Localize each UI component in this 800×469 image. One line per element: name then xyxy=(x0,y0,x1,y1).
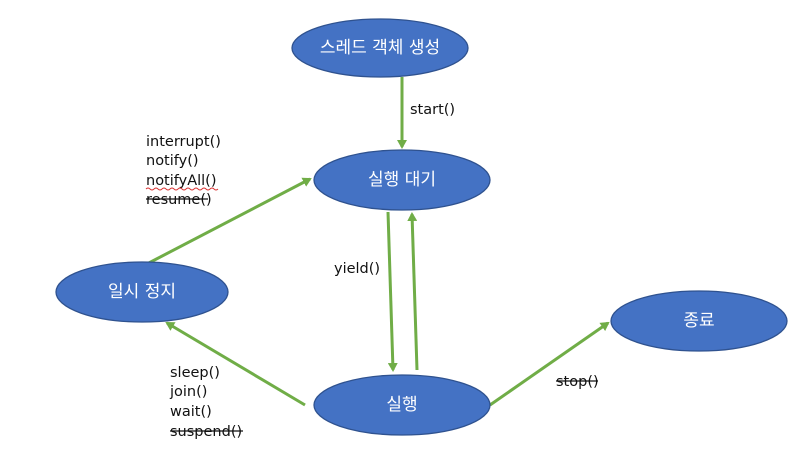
spellcheck-underline xyxy=(145,187,219,191)
edge-running-to-paused xyxy=(165,321,306,407)
method-wait: wait() xyxy=(170,404,212,420)
label-stop: stop() xyxy=(556,374,599,390)
method-resume: resume() xyxy=(146,192,212,208)
node-create: 스레드 객체 생성 xyxy=(291,18,469,78)
node-terminated-label: 종료 xyxy=(683,311,714,331)
label-start: start() xyxy=(410,102,455,118)
edge-running-to-ready xyxy=(407,212,419,371)
node-running-label: 실행 xyxy=(386,395,417,415)
edge-running-to-terminated xyxy=(489,321,610,407)
node-paused: 일시 정지 xyxy=(55,261,229,323)
method-interrupt: interrupt() xyxy=(146,134,221,150)
node-ready: 실행 대기 xyxy=(313,149,491,211)
method-sleep: sleep() xyxy=(170,365,220,381)
node-running: 실행 xyxy=(313,374,491,436)
node-paused-label: 일시 정지 xyxy=(108,282,176,302)
method-notify: notify() xyxy=(146,153,199,169)
edge-ready-to-running xyxy=(386,211,398,372)
method-notifyall: notifyAll() xyxy=(146,173,217,189)
node-terminated: 종료 xyxy=(610,290,788,352)
node-ready-label: 실행 대기 xyxy=(368,170,436,190)
method-suspend: suspend() xyxy=(170,424,242,440)
method-join: join() xyxy=(169,384,207,400)
resume-methods-list: interrupt() notify() notifyAll() resume(… xyxy=(145,134,221,208)
node-create-label: 스레드 객체 생성 xyxy=(320,38,440,58)
pause-methods-list: sleep() join() wait() suspend() xyxy=(169,365,243,440)
label-yield: yield() xyxy=(334,261,380,277)
edge-paused-to-ready xyxy=(142,177,312,268)
